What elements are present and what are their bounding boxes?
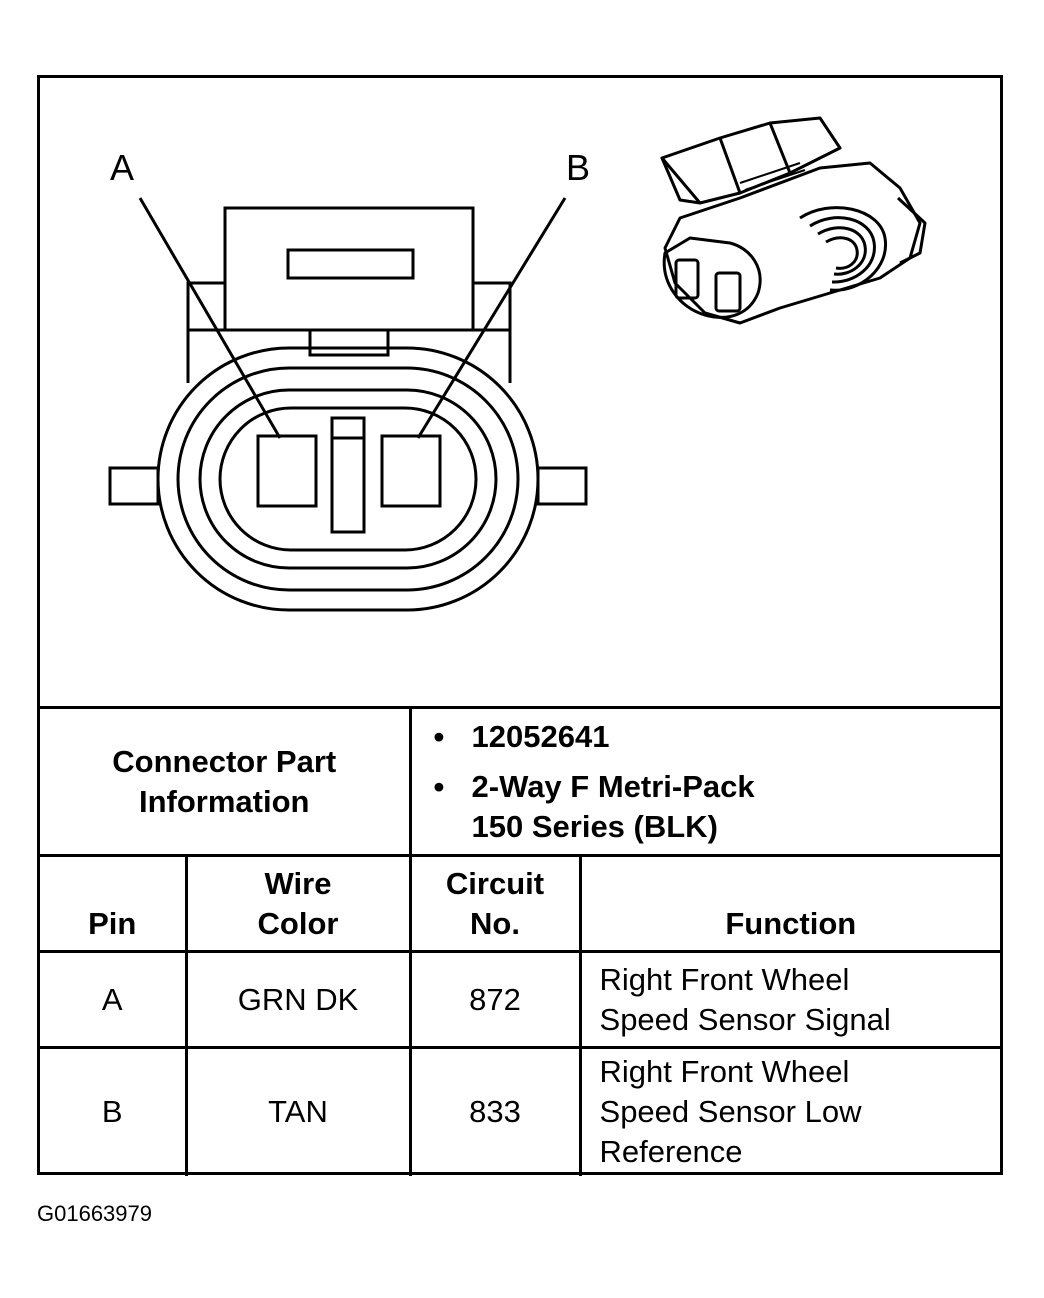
diagram-frame: A B Connector Par xyxy=(37,75,1003,1176)
connector-part-info-values: • 12052641 • 2-Way F Metri-Pack 150 Seri… xyxy=(408,706,1001,857)
latch-tab xyxy=(308,328,390,357)
connector-part-label-line2: Information xyxy=(139,783,310,819)
connector-housing-mid xyxy=(176,366,520,592)
header-wire-color-line2: Color xyxy=(257,906,339,941)
leader-line-a xyxy=(138,197,282,439)
connector-part-label-line1: Connector Part xyxy=(112,743,337,779)
connector-drawing: A B xyxy=(108,116,927,612)
connector-part-info-row: Connector Part Information • 12052641 • … xyxy=(40,706,1001,857)
connector-cavity xyxy=(218,406,478,552)
row-function: Right Front Wheel Speed Sensor Low Refer… xyxy=(578,1046,1001,1176)
header-circuit-line2: No. xyxy=(470,906,520,941)
part-number-line: • 12052641 xyxy=(434,717,1000,757)
connector-isometric-illustration xyxy=(660,116,927,325)
bullet: • xyxy=(433,768,445,804)
pin-label-a: A xyxy=(110,147,134,188)
header-circuit-no: Circuit No. xyxy=(408,854,582,953)
row-circuit: 833 xyxy=(408,1046,582,1176)
connector-face-view xyxy=(108,197,588,612)
function-line: Speed Sensor Low xyxy=(599,1094,862,1130)
function-line: Right Front Wheel xyxy=(599,961,850,997)
table-row: A GRN DK 872 Right Front Wheel Speed Sen… xyxy=(40,950,1001,1049)
function-line: Right Front Wheel xyxy=(599,1054,850,1090)
table-header-row: Pin Wire Color Circuit No. Function xyxy=(40,854,1001,953)
connector-latch xyxy=(223,206,475,332)
latch-window xyxy=(286,248,415,280)
header-wire-color-line1: Wire xyxy=(264,866,332,901)
center-key xyxy=(330,416,366,534)
pin-label-b: B xyxy=(566,147,590,188)
part-description-line: • 2-Way F Metri-Pack 150 Series (BLK) xyxy=(434,767,1000,847)
row-wire-color: TAN xyxy=(184,1046,412,1176)
function-line: Reference xyxy=(599,1134,743,1170)
header-pin: Pin xyxy=(40,854,188,953)
part-description-line2: 150 Series (BLK) xyxy=(471,808,718,844)
terminal-cavity-b xyxy=(380,434,442,508)
leader-line-b xyxy=(416,197,567,439)
terminal-cavity-a xyxy=(256,434,318,508)
part-description-line1: 2-Way F Metri-Pack xyxy=(471,768,755,804)
row-wire-color: GRN DK xyxy=(184,950,412,1049)
header-wire-color: Wire Color xyxy=(184,854,412,953)
connector-housing-outer xyxy=(156,346,540,612)
connector-housing-inner xyxy=(198,388,498,570)
connector-info-table: Connector Part Information • 12052641 • … xyxy=(40,706,1001,1176)
connector-side-tab-right xyxy=(536,466,588,506)
connector-side-tab-left xyxy=(108,466,160,506)
connector-part-info-label: Connector Part Information xyxy=(40,706,412,857)
figure-id: G01663979 xyxy=(37,1201,152,1226)
function-line: Speed Sensor Signal xyxy=(599,1001,891,1037)
row-function: Right Front Wheel Speed Sensor Signal xyxy=(578,950,1001,1049)
row-pin: A xyxy=(40,950,188,1049)
bullet: • xyxy=(433,718,445,754)
row-pin: B xyxy=(40,1046,188,1176)
row-circuit: 872 xyxy=(408,950,582,1049)
part-number: 12052641 xyxy=(471,718,610,754)
header-function: Function xyxy=(578,854,1001,953)
header-circuit-line1: Circuit xyxy=(445,866,545,901)
table-row: B TAN 833 Right Front Wheel Speed Sensor… xyxy=(40,1046,1001,1176)
